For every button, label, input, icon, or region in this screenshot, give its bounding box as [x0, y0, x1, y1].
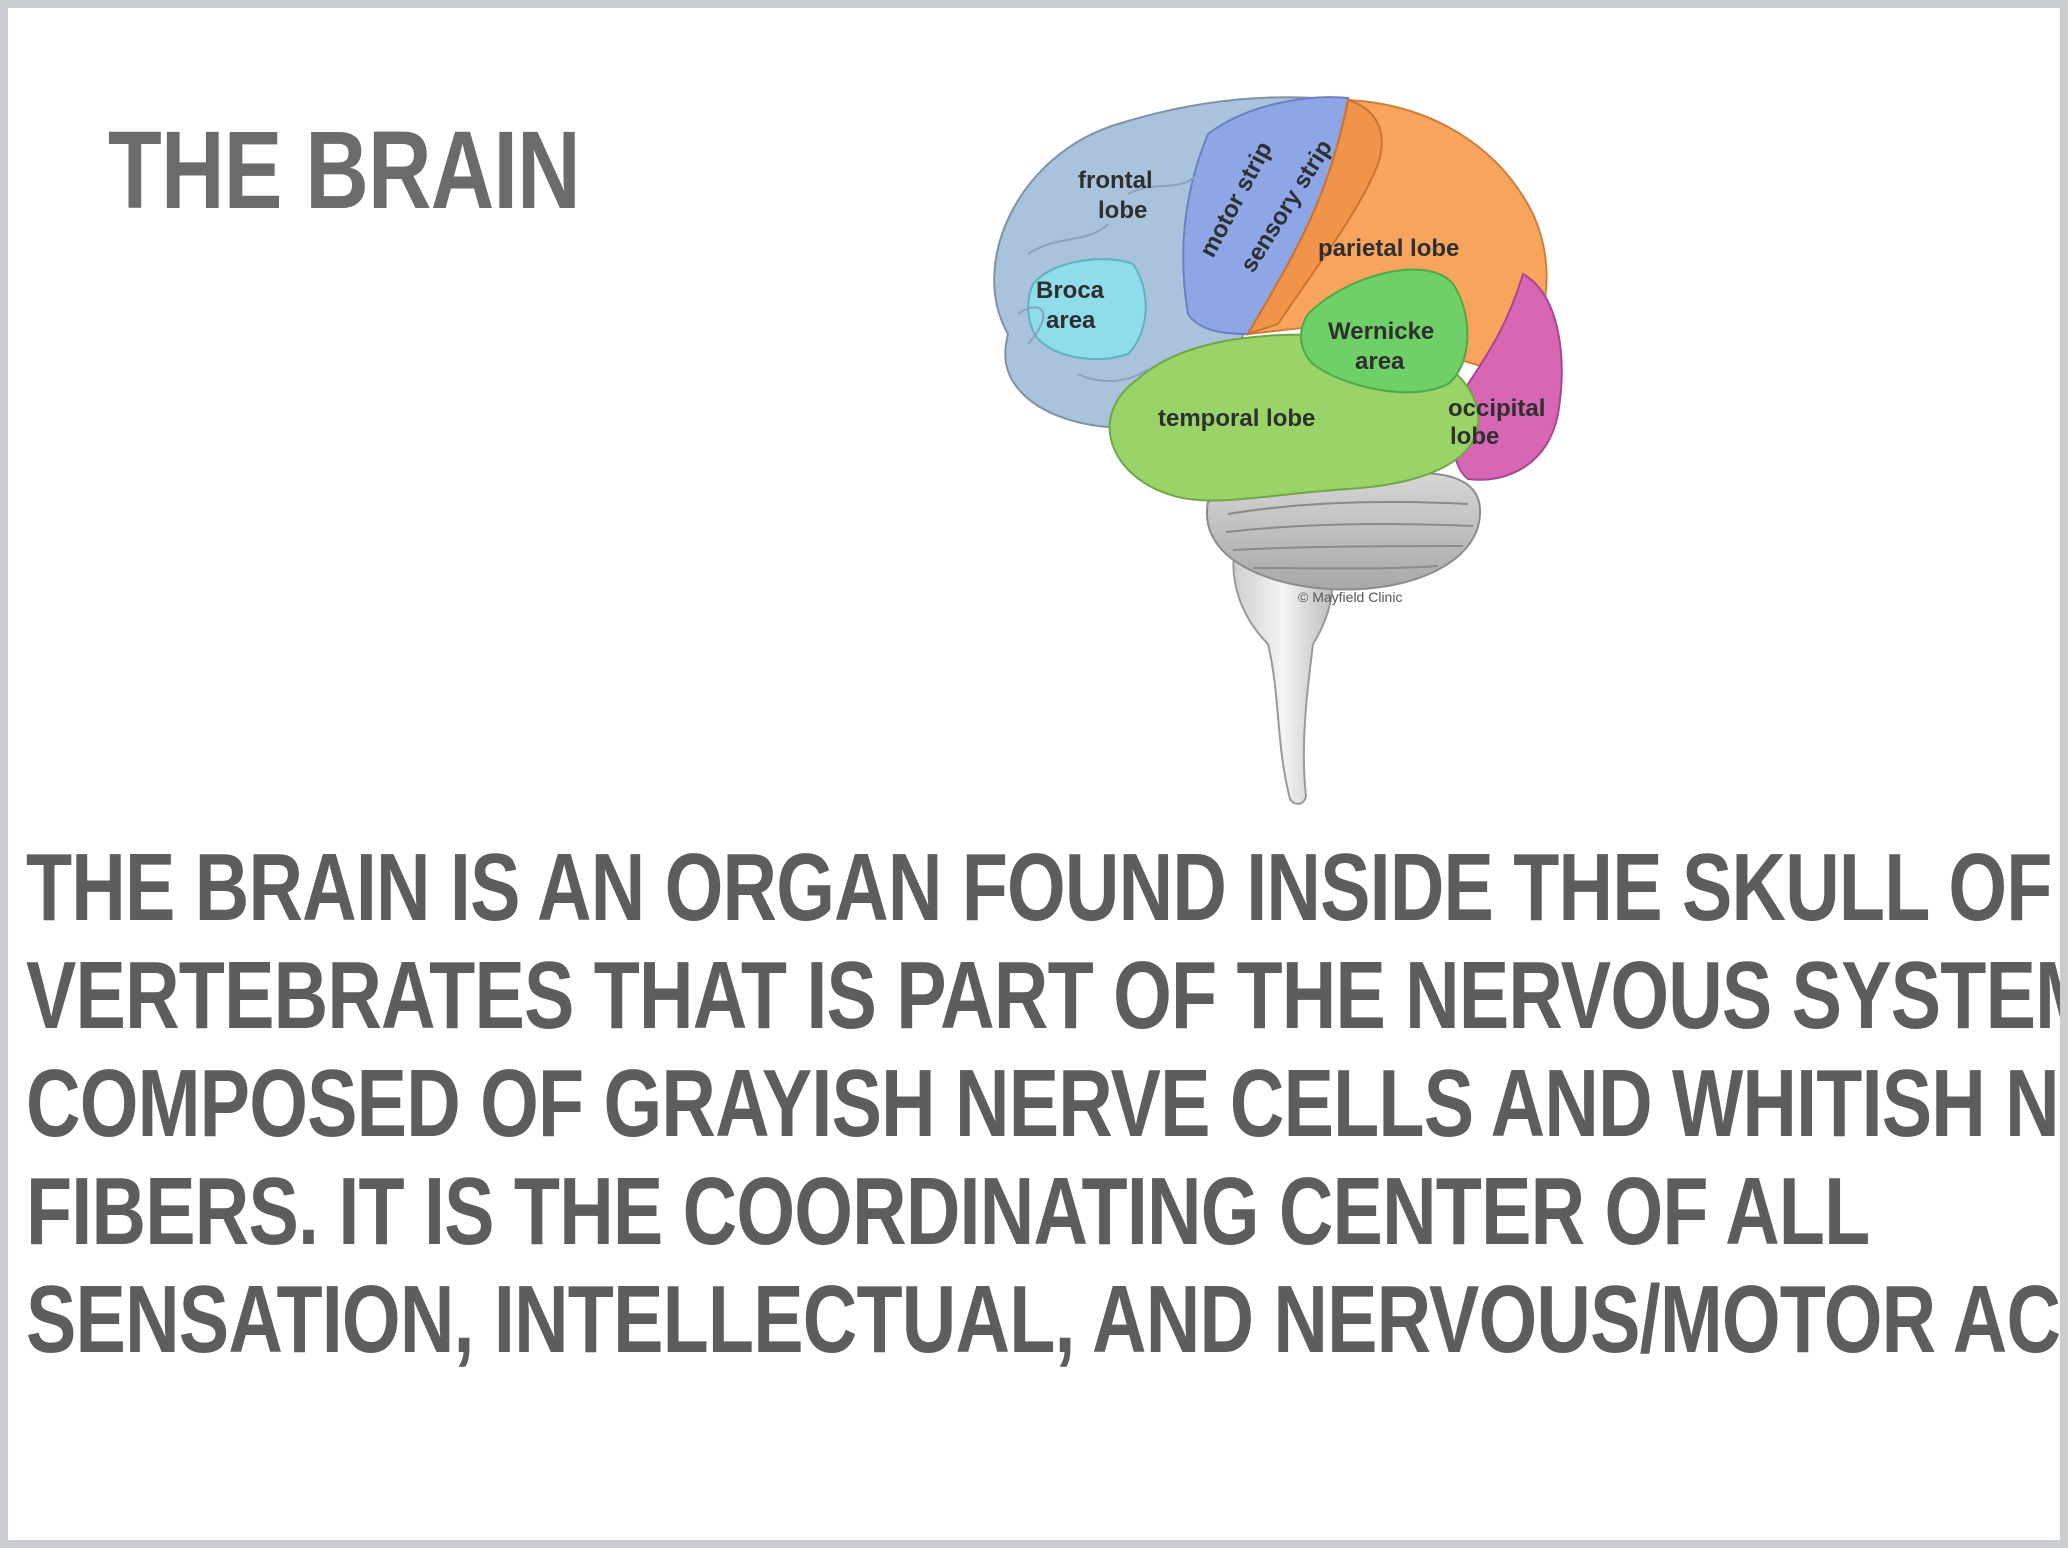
occipital-lobe	[1452, 272, 1563, 481]
label-wernicke-area-line2: area	[1355, 348, 1405, 375]
body-line-4: FIBERS. IT IS THE COORDINATING CENTER OF…	[26, 1158, 1870, 1265]
frontal-gyri	[1017, 173, 1199, 382]
label-temporal-lobe: temporal lobe	[1158, 405, 1315, 432]
brain-diagram: frontal lobe motor strip sensory strip p…	[908, 84, 1588, 814]
slide: THE BRAIN	[8, 8, 2060, 1540]
body-line-2: VERTEBRATES THAT IS PART OF THE NERVOUS …	[26, 942, 2060, 1049]
cerebellum-folds	[1225, 501, 1474, 570]
body-line-1: THE BRAIN IS AN ORGAN FOUND INSIDE THE S…	[26, 834, 2052, 941]
wernicke-area	[1300, 268, 1469, 394]
slide-body-text: THE BRAIN IS AN ORGAN FOUND INSIDE THE S…	[26, 834, 2060, 1374]
image-credit: © Mayfield Clinic	[1298, 589, 1402, 605]
label-parietal-lobe: parietal lobe	[1318, 235, 1459, 262]
label-wernicke-area-line1: Wernicke	[1328, 318, 1434, 345]
label-broca-area-line2: area	[1046, 307, 1096, 334]
label-frontal-lobe-line2: lobe	[1098, 197, 1147, 224]
brainstem	[1232, 533, 1334, 805]
body-line-5: SENSATION, INTELLECTUAL, AND NERVOUS/MOT…	[26, 1266, 2060, 1373]
brain-diagram-svg: frontal lobe motor strip sensory strip p…	[993, 96, 1563, 805]
label-frontal-lobe-line1: frontal	[1078, 167, 1153, 194]
label-broca-area-line1: Broca	[1036, 277, 1105, 304]
label-occipital-lobe-line2: lobe	[1450, 423, 1499, 450]
body-line-3: COMPOSED OF GRAYISH NERVE CELLS AND WHIT…	[26, 1050, 2060, 1157]
sensory-strip	[1245, 98, 1383, 336]
slide-title: THE BRAIN	[108, 109, 581, 232]
label-occipital-lobe-line1: occipital	[1448, 395, 1545, 422]
